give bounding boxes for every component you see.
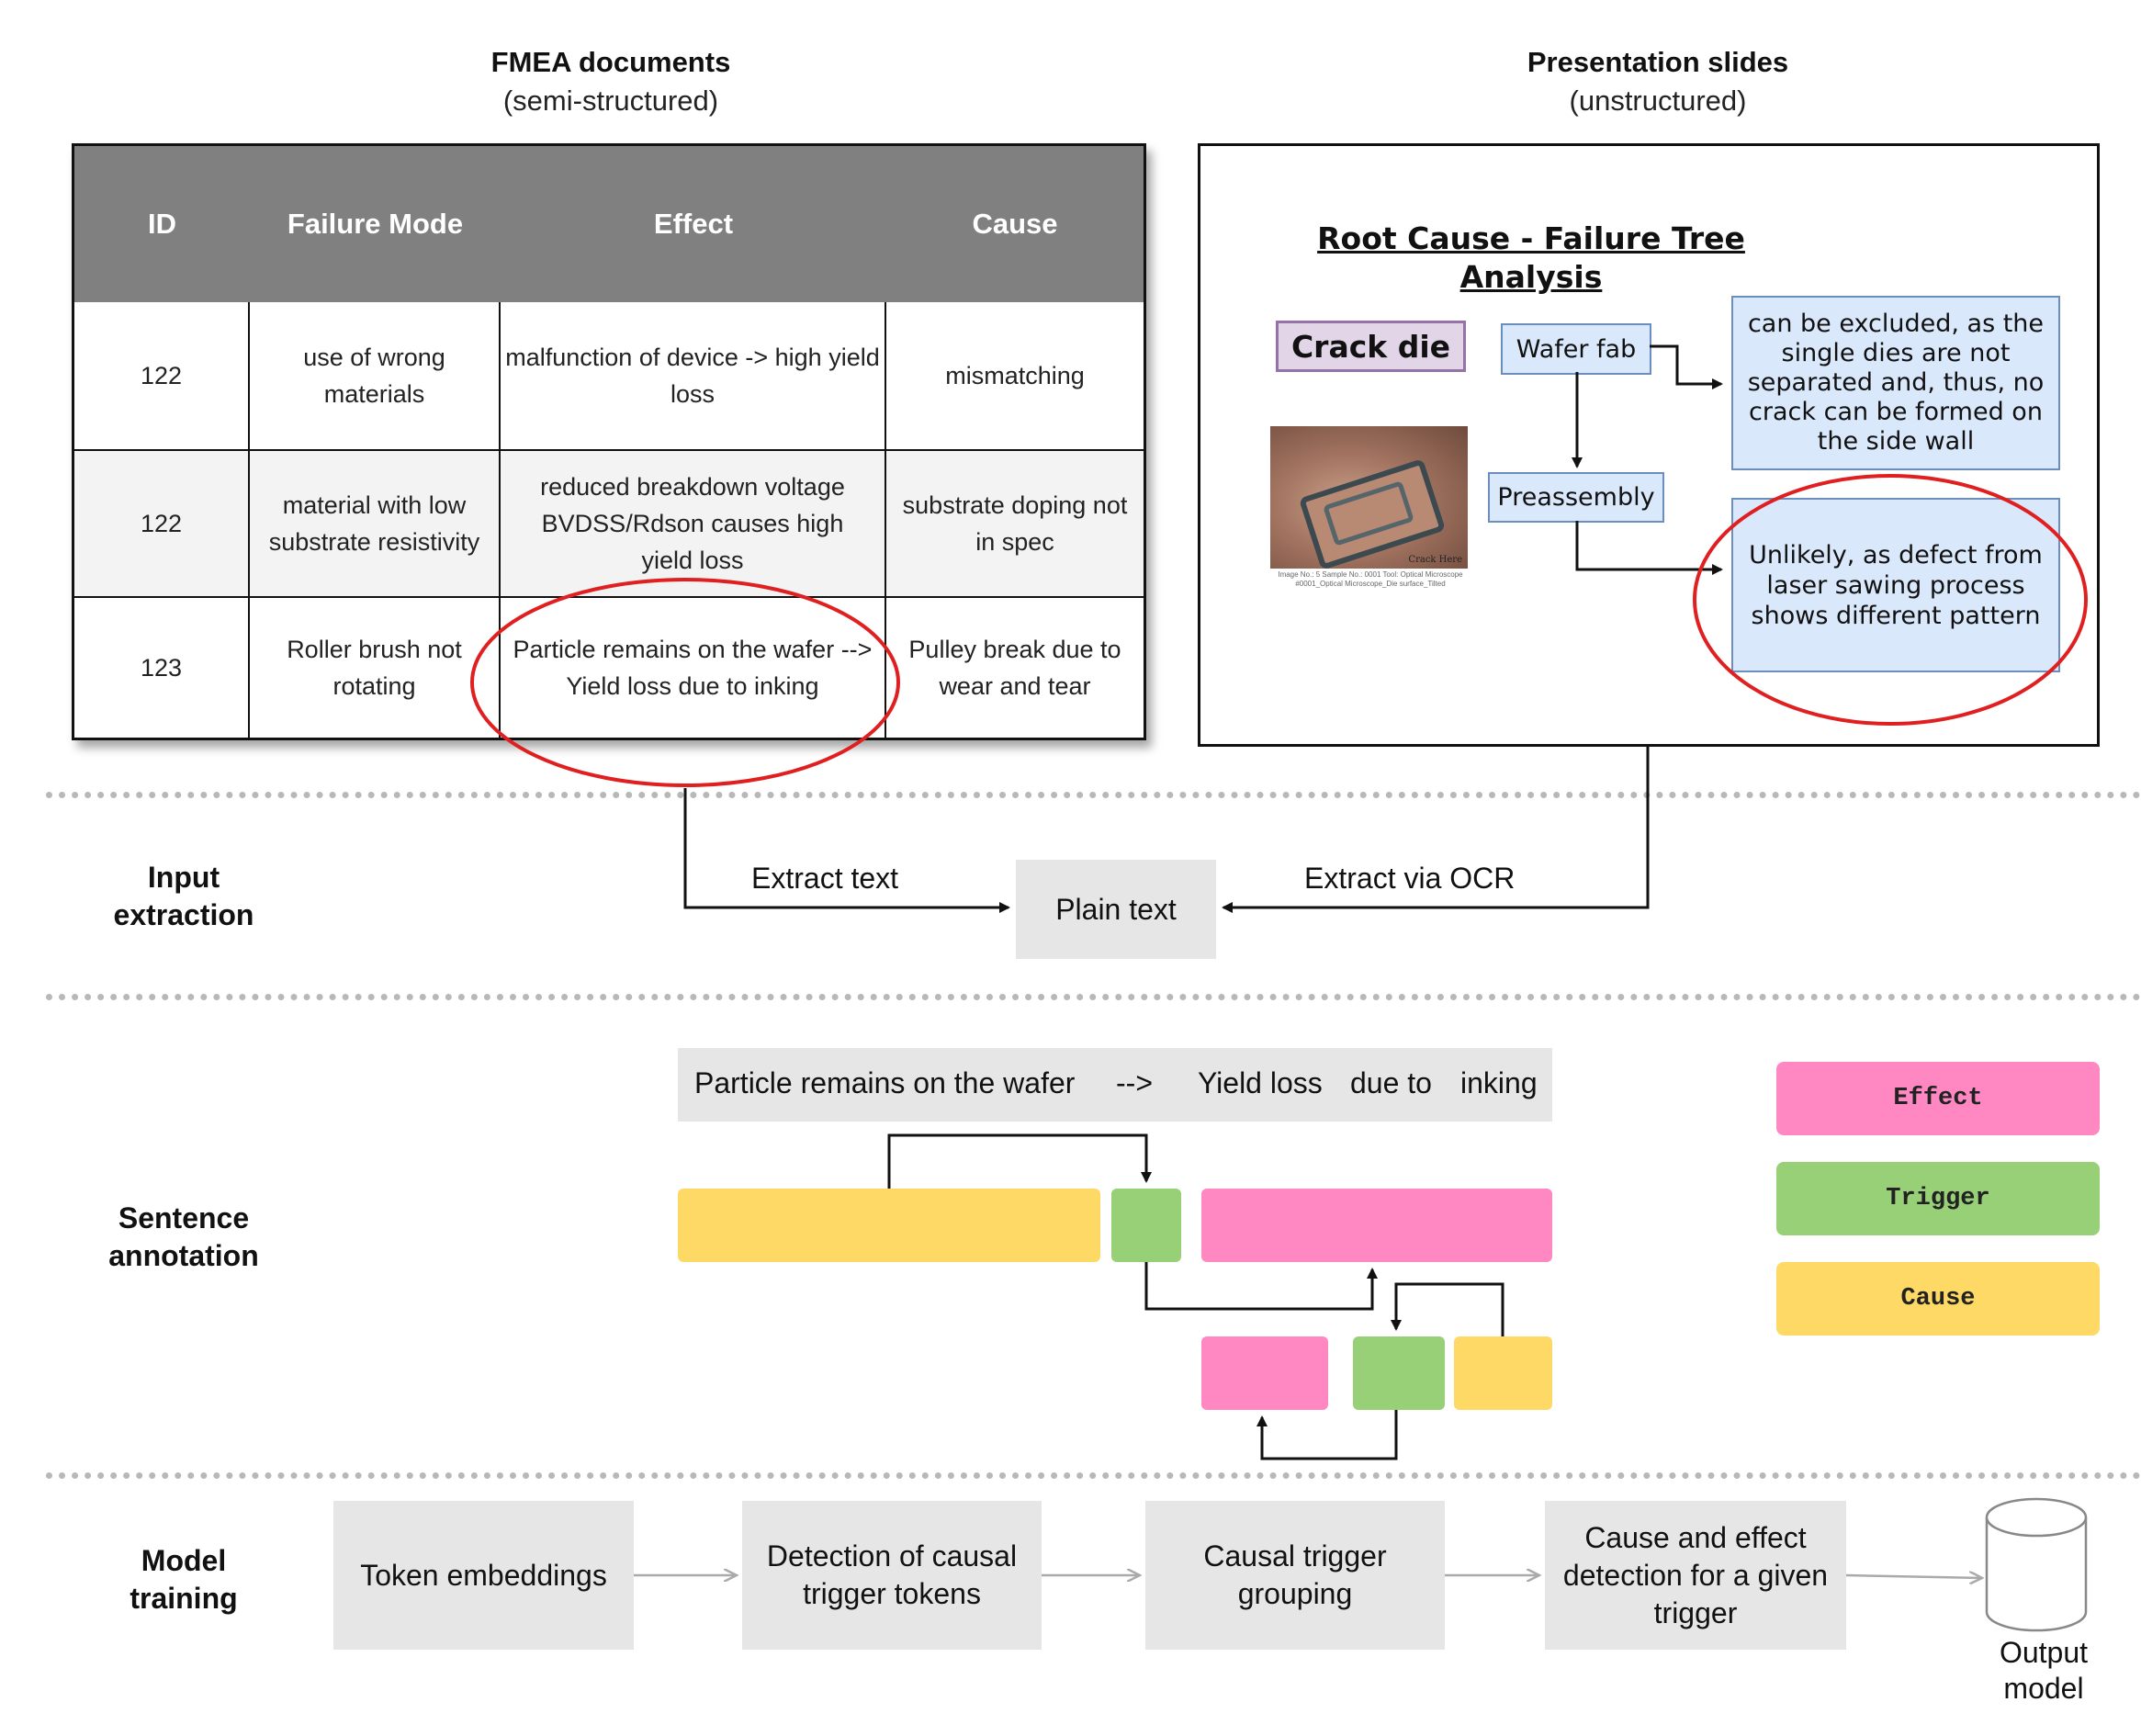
wafer-fab-box: Wafer fab <box>1501 323 1651 375</box>
table-cell-cause: mismatching <box>945 362 1085 389</box>
trigger-span-block <box>1111 1189 1181 1262</box>
note-excluded-box: can be excluded, as the single dies are … <box>1731 296 2060 470</box>
connector-cause2-to-trigger2 <box>1391 1282 1504 1336</box>
section-divider <box>46 792 2141 798</box>
arrow-step-4-output <box>1845 1575 1982 1578</box>
fmea-subtitle: (semi-structured) <box>502 85 719 117</box>
table-cell-failure-mode: material with low substrate resistivity <box>250 449 501 596</box>
preassembly-box: Preassembly <box>1488 472 1664 523</box>
step-trigger-grouping: Causal trigger grouping <box>1145 1501 1445 1650</box>
table-cell-failure-mode: Roller brush not rotating <box>250 596 501 738</box>
section-divider <box>46 994 2141 1000</box>
slide-title: Root Cause - Failure Tree Analysis <box>1317 220 1745 295</box>
token-trigger-arrow: --> <box>1116 1066 1153 1099</box>
token-cause-text: Particle remains on the wafer <box>694 1066 1076 1099</box>
fmea-title: FMEA documents <box>490 46 731 78</box>
extract-ocr-label: Extract via OCR <box>1304 862 1516 895</box>
cause-span-block-2 <box>1454 1336 1552 1410</box>
legend-trigger: Trigger <box>1776 1162 2100 1235</box>
highlight-circle-slide <box>1693 474 2088 726</box>
step-token-embeddings: Token embeddings <box>333 1501 634 1650</box>
table-cell-effect: reduced breakdown voltage BVDSS/Rdson ca… <box>501 449 886 596</box>
column-header-effect: Effect <box>501 146 886 302</box>
slides-title: Presentation slides <box>1527 46 1789 78</box>
row-label-input-extraction: Input extraction <box>113 861 254 931</box>
column-header-failure-mode: Failure Mode <box>250 146 501 302</box>
table-cell-effect: malfunction of device -> high yield loss <box>501 302 886 449</box>
token-effect-text: Yield loss <box>1198 1066 1323 1099</box>
table-cell-id: 122 <box>74 302 250 449</box>
connector-extract-ocr <box>1222 747 1650 913</box>
connector-trigger-to-effect <box>1144 1262 1378 1311</box>
effect-span-block-2 <box>1201 1336 1328 1410</box>
connector-cause-to-trigger <box>887 1133 1152 1189</box>
row-label-sentence-annotation: Sentence annotation <box>108 1201 259 1272</box>
microscope-photo: Crack Here <box>1270 426 1468 569</box>
step-trigger-detection: Detection of causal trigger tokens <box>742 1501 1042 1650</box>
legend-cause: Cause <box>1776 1262 2100 1336</box>
section-divider <box>46 1472 2141 1479</box>
sentence-box: Particle remains on the wafer --> Yield … <box>678 1048 1552 1122</box>
fmea-table: ID Failure Mode Effect Cause 122 use of … <box>72 143 1146 740</box>
token-due-to: due to <box>1350 1066 1432 1099</box>
photo-label: Crack Here <box>1408 555 1462 565</box>
connector-waferfab-to-note <box>1650 344 1723 389</box>
output-model-label: Output model <box>1999 1636 2089 1705</box>
table-cell-effect: Particle remains on the wafer --> Yield … <box>501 596 886 738</box>
table-cell-id: 123 <box>74 596 250 738</box>
row-label-model-training: Model training <box>130 1544 238 1615</box>
token-inking: inking <box>1460 1066 1538 1099</box>
extract-text-label: Extract text <box>751 862 899 895</box>
note-unlikely-box: Unlikely, as defect from laser sawing pr… <box>1731 498 2060 672</box>
step-cause-effect-detection: Cause and effect detection for a given t… <box>1545 1501 1846 1650</box>
connector-trigger2-to-effect2 <box>1256 1410 1398 1460</box>
photo-caption: Image No.: 5 Sample No.: 0001 Tool: Opti… <box>1278 570 1463 588</box>
presentation-slide: Root Cause - Failure Tree Analysis Crack… <box>1198 143 2100 747</box>
effect-span-block <box>1201 1189 1552 1262</box>
cause-span-block <box>678 1189 1100 1262</box>
table-cell-id: 122 <box>74 449 250 596</box>
column-header-id: ID <box>74 146 250 302</box>
highlight-circle-table <box>470 578 900 787</box>
slides-subtitle: (unstructured) <box>1569 85 1747 117</box>
column-header-cause: Cause <box>886 146 1144 302</box>
table-cell-failure-mode: use of wrong materials <box>250 302 501 449</box>
crack-die-box: Crack die <box>1276 321 1466 372</box>
table-cell-cause: substrate doping not in spec <box>886 449 1144 596</box>
cylinder-icon <box>1985 1497 2088 1632</box>
legend-effect: Effect <box>1776 1062 2100 1135</box>
trigger-span-block-2 <box>1353 1336 1445 1410</box>
plain-text-box: Plain text <box>1016 860 1216 959</box>
connector-preassembly-to-note <box>1575 521 1723 575</box>
table-cell-cause: Pulley break due to wear and tear <box>886 596 1144 738</box>
connector-extract-text <box>683 788 1010 913</box>
